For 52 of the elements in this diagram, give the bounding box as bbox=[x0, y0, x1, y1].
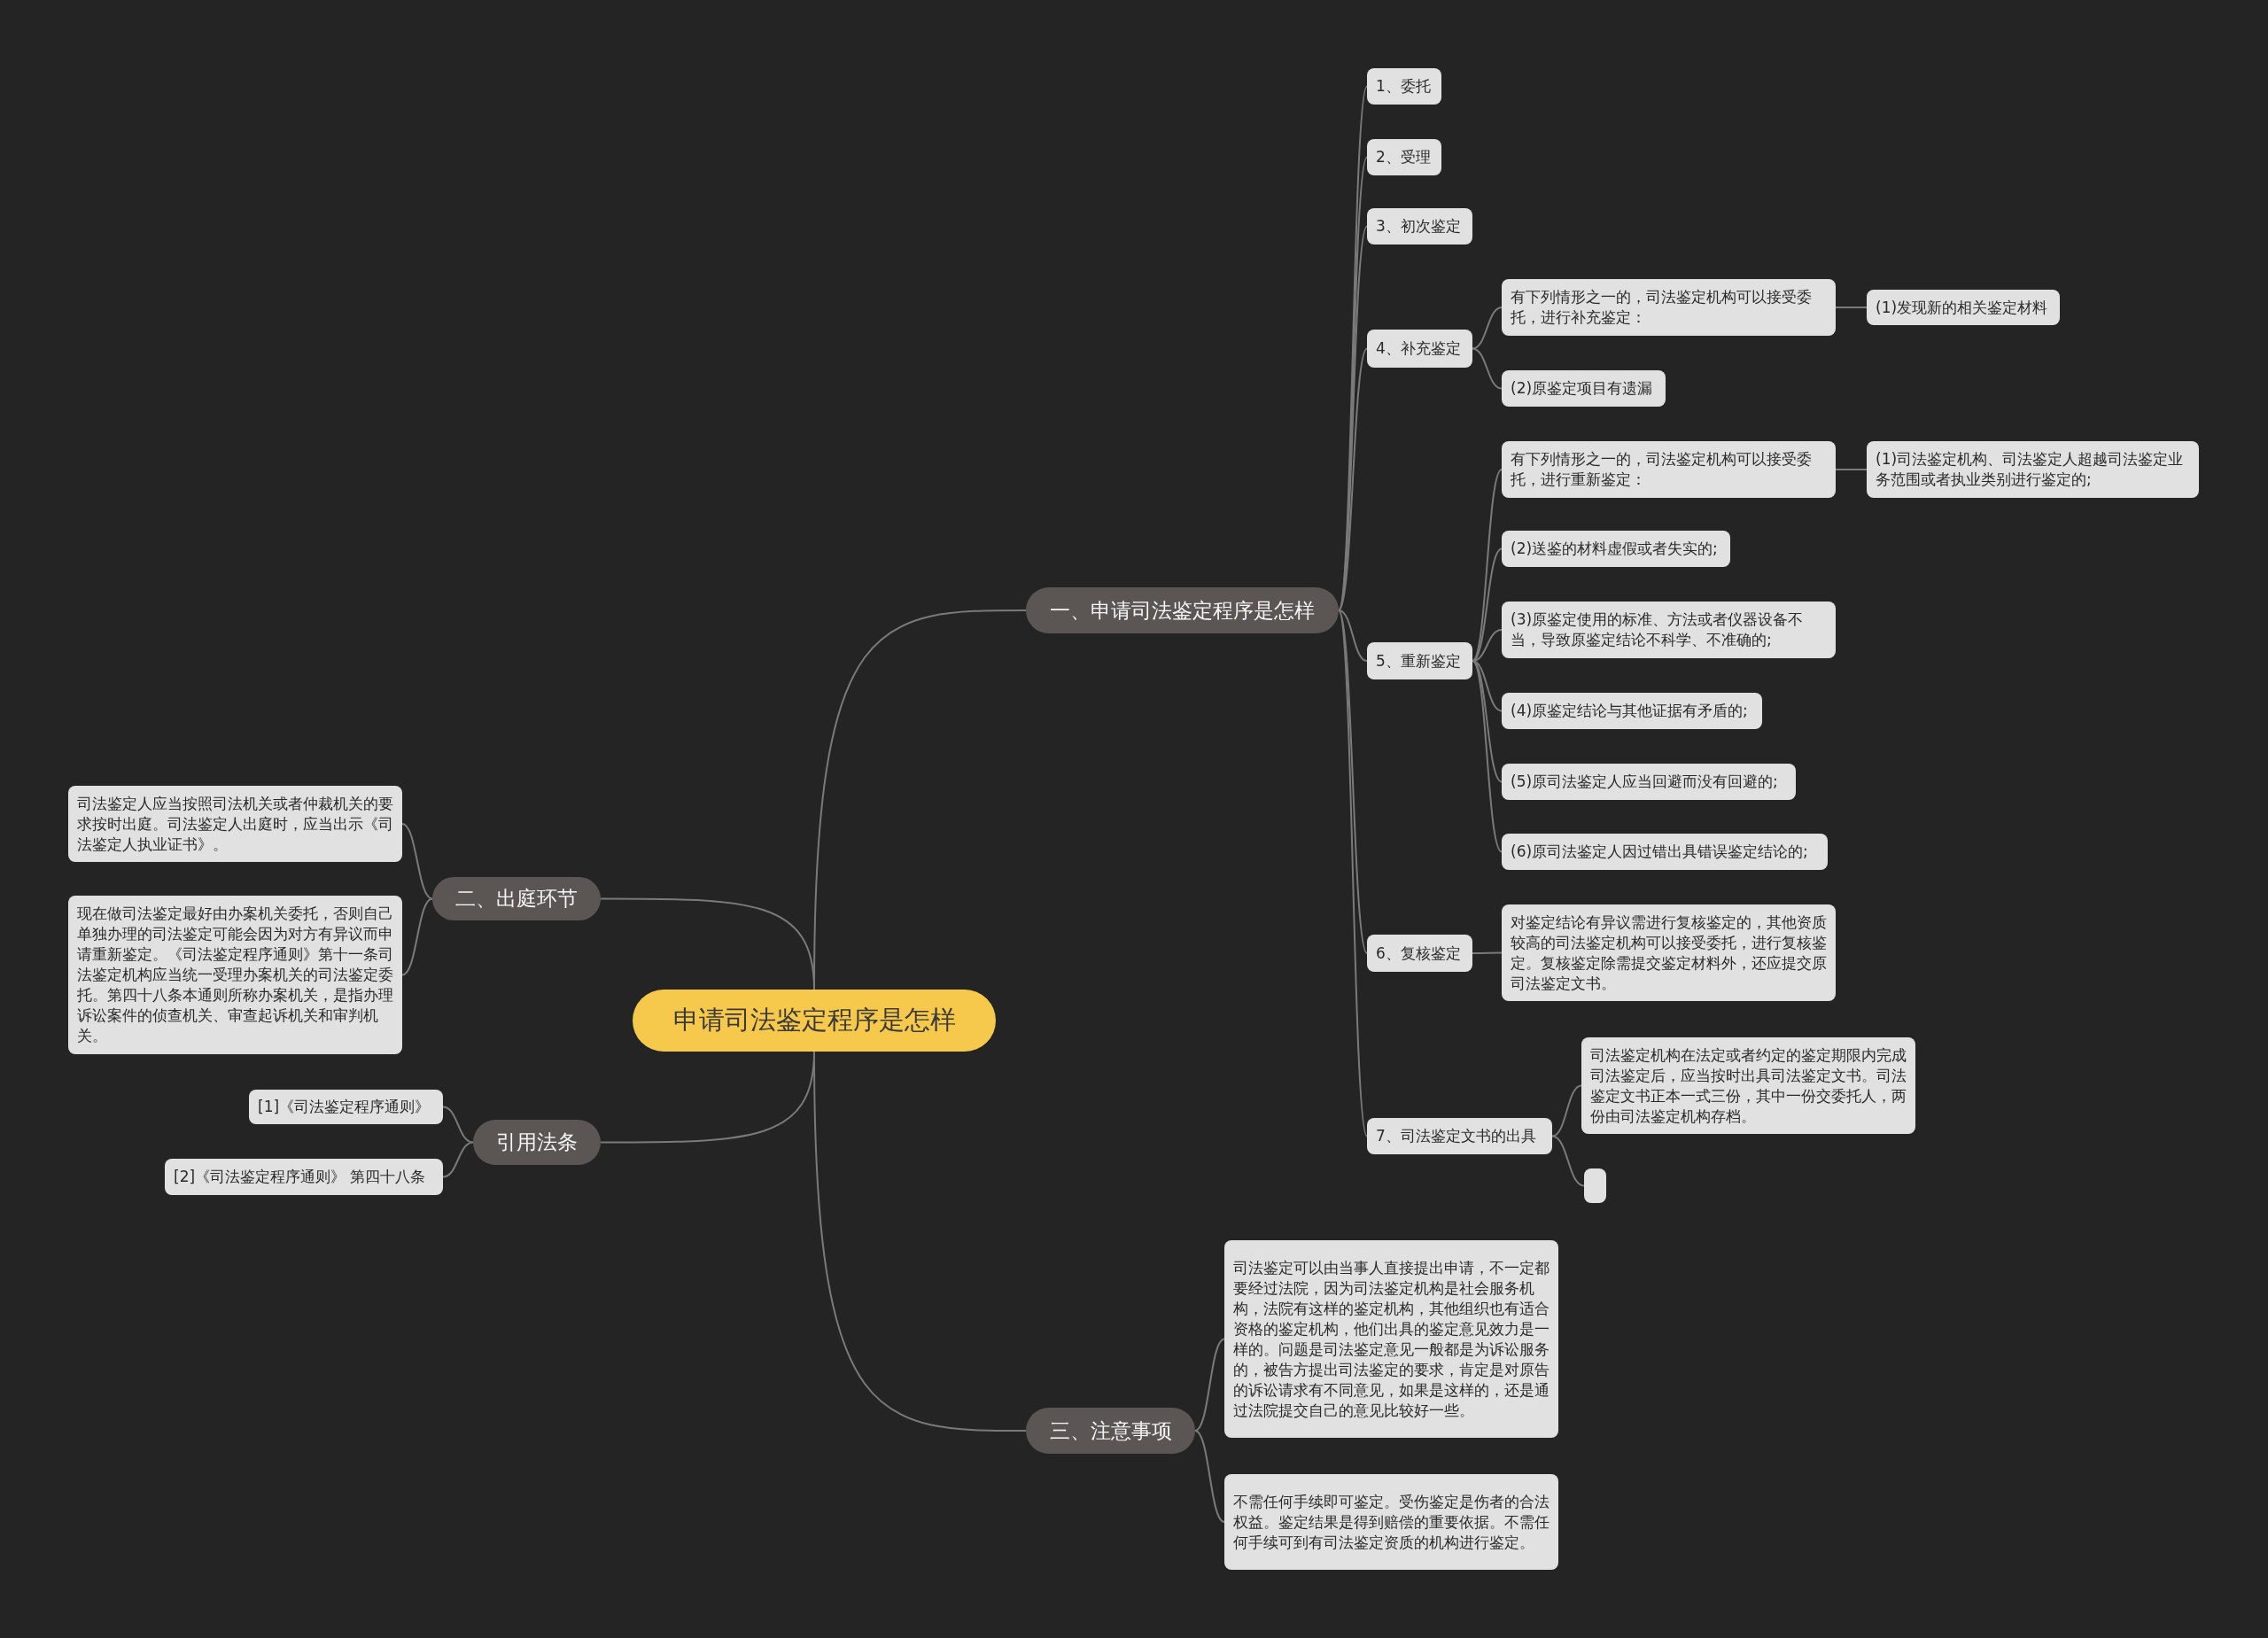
connector-line bbox=[1338, 609, 1368, 1137]
topic-box: (6)原司法鉴定人因过错出具错误鉴定结论的; bbox=[1502, 834, 1828, 870]
connector-line bbox=[401, 823, 433, 900]
topic-box: (3)原鉴定使用的标准、方法或者仪器设备不当，导致原鉴定结论不科学、不准确的; bbox=[1502, 602, 1836, 658]
topic-box: 4、补充鉴定 bbox=[1367, 330, 1472, 368]
topic-box: 有下列情形之一的，司法鉴定机构可以接受委托，进行补充鉴定： bbox=[1502, 279, 1836, 336]
connector-line bbox=[1551, 1135, 1585, 1187]
connector-line bbox=[813, 1051, 1027, 1432]
topic-box: [2]《司法鉴定程序通则》 第四十八条 bbox=[165, 1159, 443, 1195]
topic-box: 6、复核鉴定 bbox=[1367, 935, 1472, 972]
branch-topic: 引用法条 bbox=[473, 1120, 601, 1165]
topic-box: (4)原鉴定结论与其他证据有矛盾的; bbox=[1502, 693, 1762, 729]
topic-box: 1、委托 bbox=[1367, 68, 1441, 105]
empty-topic-box bbox=[1584, 1168, 1606, 1203]
connector-line bbox=[401, 897, 433, 976]
note-box: 司法鉴定人应当按照司法机关或者仲裁机关的要求按时出庭。司法鉴定人出庭时，应当出示《司法鉴定人执业证书》。 bbox=[68, 786, 402, 862]
topic-box: [1]《司法鉴定程序通则》 bbox=[249, 1090, 443, 1124]
connector-line bbox=[1472, 307, 1503, 350]
branch-topic: 三、注意事项 bbox=[1026, 1408, 1195, 1454]
topic-box: 7、司法鉴定文书的出具 bbox=[1367, 1118, 1552, 1154]
connector-line bbox=[1472, 660, 1503, 853]
connector-line bbox=[1472, 347, 1503, 390]
connector-line bbox=[442, 1106, 474, 1144]
branch-topic: 一、申请司法鉴定程序是怎样 bbox=[1026, 587, 1339, 633]
connector-line bbox=[1194, 1338, 1225, 1432]
connector-line bbox=[1472, 469, 1503, 662]
connector-line bbox=[1472, 660, 1503, 783]
note-box: 对鉴定结论有异议需进行复核鉴定的，其他资质较高的司法鉴定机构可以接受委托，进行复核鉴定。复核鉴定除需提交鉴定材料外，还应提交原司法鉴定文书。 bbox=[1502, 904, 1836, 1001]
connector-line bbox=[1472, 951, 1503, 954]
topic-box: 5、重新鉴定 bbox=[1367, 642, 1472, 679]
connector-line bbox=[1835, 307, 1868, 308]
topic-box: (1)发现新的相关鉴定材料 bbox=[1867, 290, 2060, 325]
branch-topic: 二、出庭环节 bbox=[432, 877, 601, 920]
topic-box: 3、初次鉴定 bbox=[1367, 208, 1472, 245]
central-topic: 申请司法鉴定程序是怎样 bbox=[633, 990, 996, 1052]
topic-box: (2)送鉴的材料虚假或者失实的; bbox=[1502, 531, 1730, 567]
note-box: 现在做司法鉴定最好由办案机关委托，否则自己单独办理的司法鉴定可能会因为对方有异议而申请重新鉴定。《司法鉴定程序通则》第十一条司法鉴定机构应当统一受理办案机关的司法鉴定委托。第四十八条本通则所称办案机关，是指办理诉讼案件的侦查机关、审查起诉机关和审判机关。 bbox=[68, 896, 402, 1054]
topic-box: 有下列情形之一的，司法鉴定机构可以接受委托，进行重新鉴定： bbox=[1502, 441, 1836, 498]
note-box: 司法鉴定可以由当事人直接提出申请，不一定都要经过法院，因为司法鉴定机构是社会服务机构，法院有这样的鉴定机构，其他组织也有适合资格的鉴定机构，他们出具的鉴定意见效力是一样的。问题是司法鉴定意见一般都是为诉讼服务的，被告方提出司法鉴定的要求，肯定是对原告的诉讼请求有不同意见，如果是这样的，还是通过法院提交自己的意见比较好一些。 bbox=[1224, 1240, 1558, 1438]
connector-line bbox=[1835, 469, 1868, 470]
connector-line bbox=[1338, 609, 1368, 954]
connector-line bbox=[1194, 1430, 1225, 1523]
topic-box: (5)原司法鉴定人应当回避而没有回避的; bbox=[1502, 764, 1796, 800]
connector-line bbox=[442, 1141, 474, 1178]
topic-box: 2、受理 bbox=[1367, 139, 1441, 175]
note-box: 不需任何手续即可鉴定。受伤鉴定是伤者的合法权益。鉴定结果是得到赔偿的重要依据。不需任何手续可到有司法鉴定资质的机构进行鉴定。 bbox=[1224, 1474, 1558, 1570]
connector-line bbox=[1338, 347, 1368, 611]
topic-box: (1)司法鉴定机构、司法鉴定人超越司法鉴定业务范围或者执业类别进行鉴定的; bbox=[1867, 441, 2199, 498]
connector-line bbox=[1338, 609, 1368, 662]
topic-box: (2)原鉴定项目有遗漏 bbox=[1502, 370, 1666, 407]
connector-line bbox=[1551, 1084, 1582, 1137]
note-box: 司法鉴定机构在法定或者约定的鉴定期限内完成司法鉴定后，应当按时出具司法鉴定文书。司法鉴定文书正本一式三份，其中一份交委托人，两份由司法鉴定机构存档。 bbox=[1581, 1037, 1915, 1134]
